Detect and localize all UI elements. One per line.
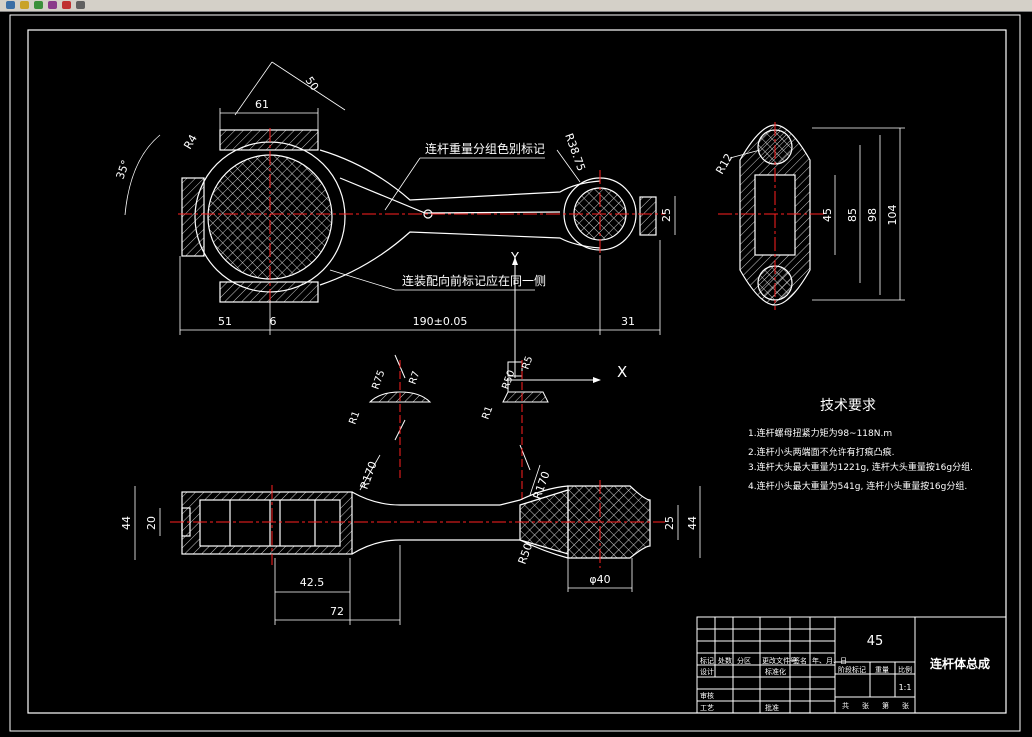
side-view-centerlines: [718, 122, 825, 310]
dim-85: 85: [846, 208, 859, 222]
row-label-4: 签名: [793, 656, 807, 665]
title-block: [696, 616, 1007, 714]
label-standardize: 标准化: [765, 667, 786, 676]
sheet-label-2: 第: [882, 701, 889, 710]
dim-r7: R7: [407, 370, 422, 386]
dim-25-top: 25: [660, 208, 673, 222]
dim-190: 190±0.05: [413, 315, 468, 328]
dim-72: 72: [330, 605, 344, 618]
dim-61: 61: [255, 98, 269, 111]
dim-r50-bottom: R50: [516, 541, 536, 566]
title-material: 45: [867, 634, 884, 649]
bottom-view-dimension-lines: [134, 454, 701, 625]
bottom-view-centerlines: [170, 480, 665, 568]
dim-r5: R5: [520, 355, 535, 371]
sheet-border-inner: [27, 29, 1007, 714]
row-label-5: 年、月、日: [812, 656, 847, 665]
dim-r170-left: R170: [358, 460, 380, 491]
dim-25-bottom: 25: [663, 516, 676, 530]
requirement-4: 4.连杆小头最大重量为541g, 连杆小头重量按16g分组.: [748, 480, 967, 492]
big-end-cap-bottom: [219, 281, 319, 303]
section-centerlines: [399, 360, 523, 500]
dim-phi40: φ40: [589, 573, 610, 586]
sheet-border-outer: [9, 14, 1021, 732]
dim-44-right: 44: [686, 516, 699, 530]
small-end-face: [639, 196, 657, 236]
dim-104: 104: [886, 205, 899, 226]
drawing-canvas[interactable]: 61 50 R4 35° R38.75 25 51 6 190±0.05 31 …: [0, 12, 1032, 737]
bottom-shank-left: [351, 491, 500, 555]
dim-45: 45: [821, 208, 834, 222]
dim-r38: R38.75: [562, 132, 588, 173]
sheet-label-3: 张: [902, 701, 909, 710]
note-assembly-mark: 连装配向前标记应在同一侧: [402, 273, 546, 288]
dim-20: 20: [145, 516, 158, 530]
top-view-dimension-lines: [124, 61, 676, 335]
dim-50: 50: [303, 74, 322, 93]
dim-98: 98: [866, 208, 879, 222]
stage-label-1: 重量: [875, 666, 889, 674]
label-designer: 设计: [700, 667, 714, 676]
dim-r4: R4: [181, 132, 200, 151]
title-scale: 1:1: [899, 683, 912, 692]
row-label-0: 标记: [700, 656, 714, 665]
cad-toolbar: [0, 0, 1032, 12]
title-block-text: 45 连杆体总成 1:1 标记 处数 分区 更改文件号 签名 年、月、日 设计 …: [700, 634, 990, 712]
requirement-3: 3.连杆大头最大重量为1221g, 连杆大头重量按16g分组.: [748, 461, 973, 473]
label-review: 审核: [700, 691, 714, 700]
dim-44-left: 44: [120, 516, 133, 530]
dim-31: 31: [621, 315, 635, 328]
shank-web: [339, 177, 561, 214]
dim-51: 51: [218, 315, 232, 328]
label-process: 工艺: [700, 704, 714, 712]
note-weight-mark: 连杆重量分组色别标记: [425, 141, 545, 156]
section-labels: R75 R7 R1 R50 R5 R1 Y X: [347, 251, 627, 426]
requirement-2: 2.连杆小头两端面不允许有打痕凸痕.: [748, 446, 894, 458]
top-view-labels: 61 50 R4 35° R38.75 25 51 6 190±0.05 31 …: [114, 74, 673, 328]
side-view-dimension-lines: [729, 127, 905, 301]
big-end-cap-top: [219, 129, 319, 151]
shank-outline-top: [319, 149, 601, 201]
open-icon[interactable]: [20, 1, 29, 9]
dim-35-angle: 35°: [114, 158, 133, 181]
row-label-3: 更改文件号: [762, 656, 797, 665]
dim-r1-left: R1: [347, 410, 362, 426]
bottom-cap-detail: [229, 500, 316, 546]
technical-requirements: 技术要求 1.连杆螺母扭紧力矩为98~118N.m 2.连杆小头两端面不允许有打…: [748, 398, 973, 492]
layer-icon[interactable]: [62, 1, 71, 9]
new-icon[interactable]: [6, 1, 15, 9]
row-label-1: 处数: [718, 656, 732, 665]
top-view-centerlines: [178, 128, 665, 305]
label-approve: 批准: [765, 703, 779, 712]
title-drawing-name: 连杆体总成: [930, 656, 990, 671]
big-end-left-lug: [181, 177, 205, 257]
requirements-title: 技术要求: [820, 398, 876, 414]
stage-label-0: 阶段标记: [838, 665, 866, 674]
stage-label-2: 比例: [898, 665, 912, 674]
dim-6: 6: [270, 315, 277, 328]
requirement-1: 1.连杆螺母扭紧力矩为98~118N.m: [748, 427, 892, 439]
properties-icon[interactable]: [76, 1, 85, 9]
dim-r1-right: R1: [480, 405, 495, 421]
dim-r12: R12: [713, 151, 735, 176]
sheet-label-1: 张: [862, 701, 869, 710]
sheet-label-0: 共: [842, 701, 849, 710]
save-icon[interactable]: [34, 1, 43, 9]
print-icon[interactable]: [48, 1, 57, 9]
axis-y-label: Y: [510, 251, 519, 266]
dim-42-5: 42.5: [300, 576, 325, 589]
dim-r75: R75: [370, 369, 387, 391]
section-right-profile: [502, 391, 549, 403]
axis-x-label: X: [617, 363, 627, 381]
row-label-2: 分区: [737, 656, 751, 665]
